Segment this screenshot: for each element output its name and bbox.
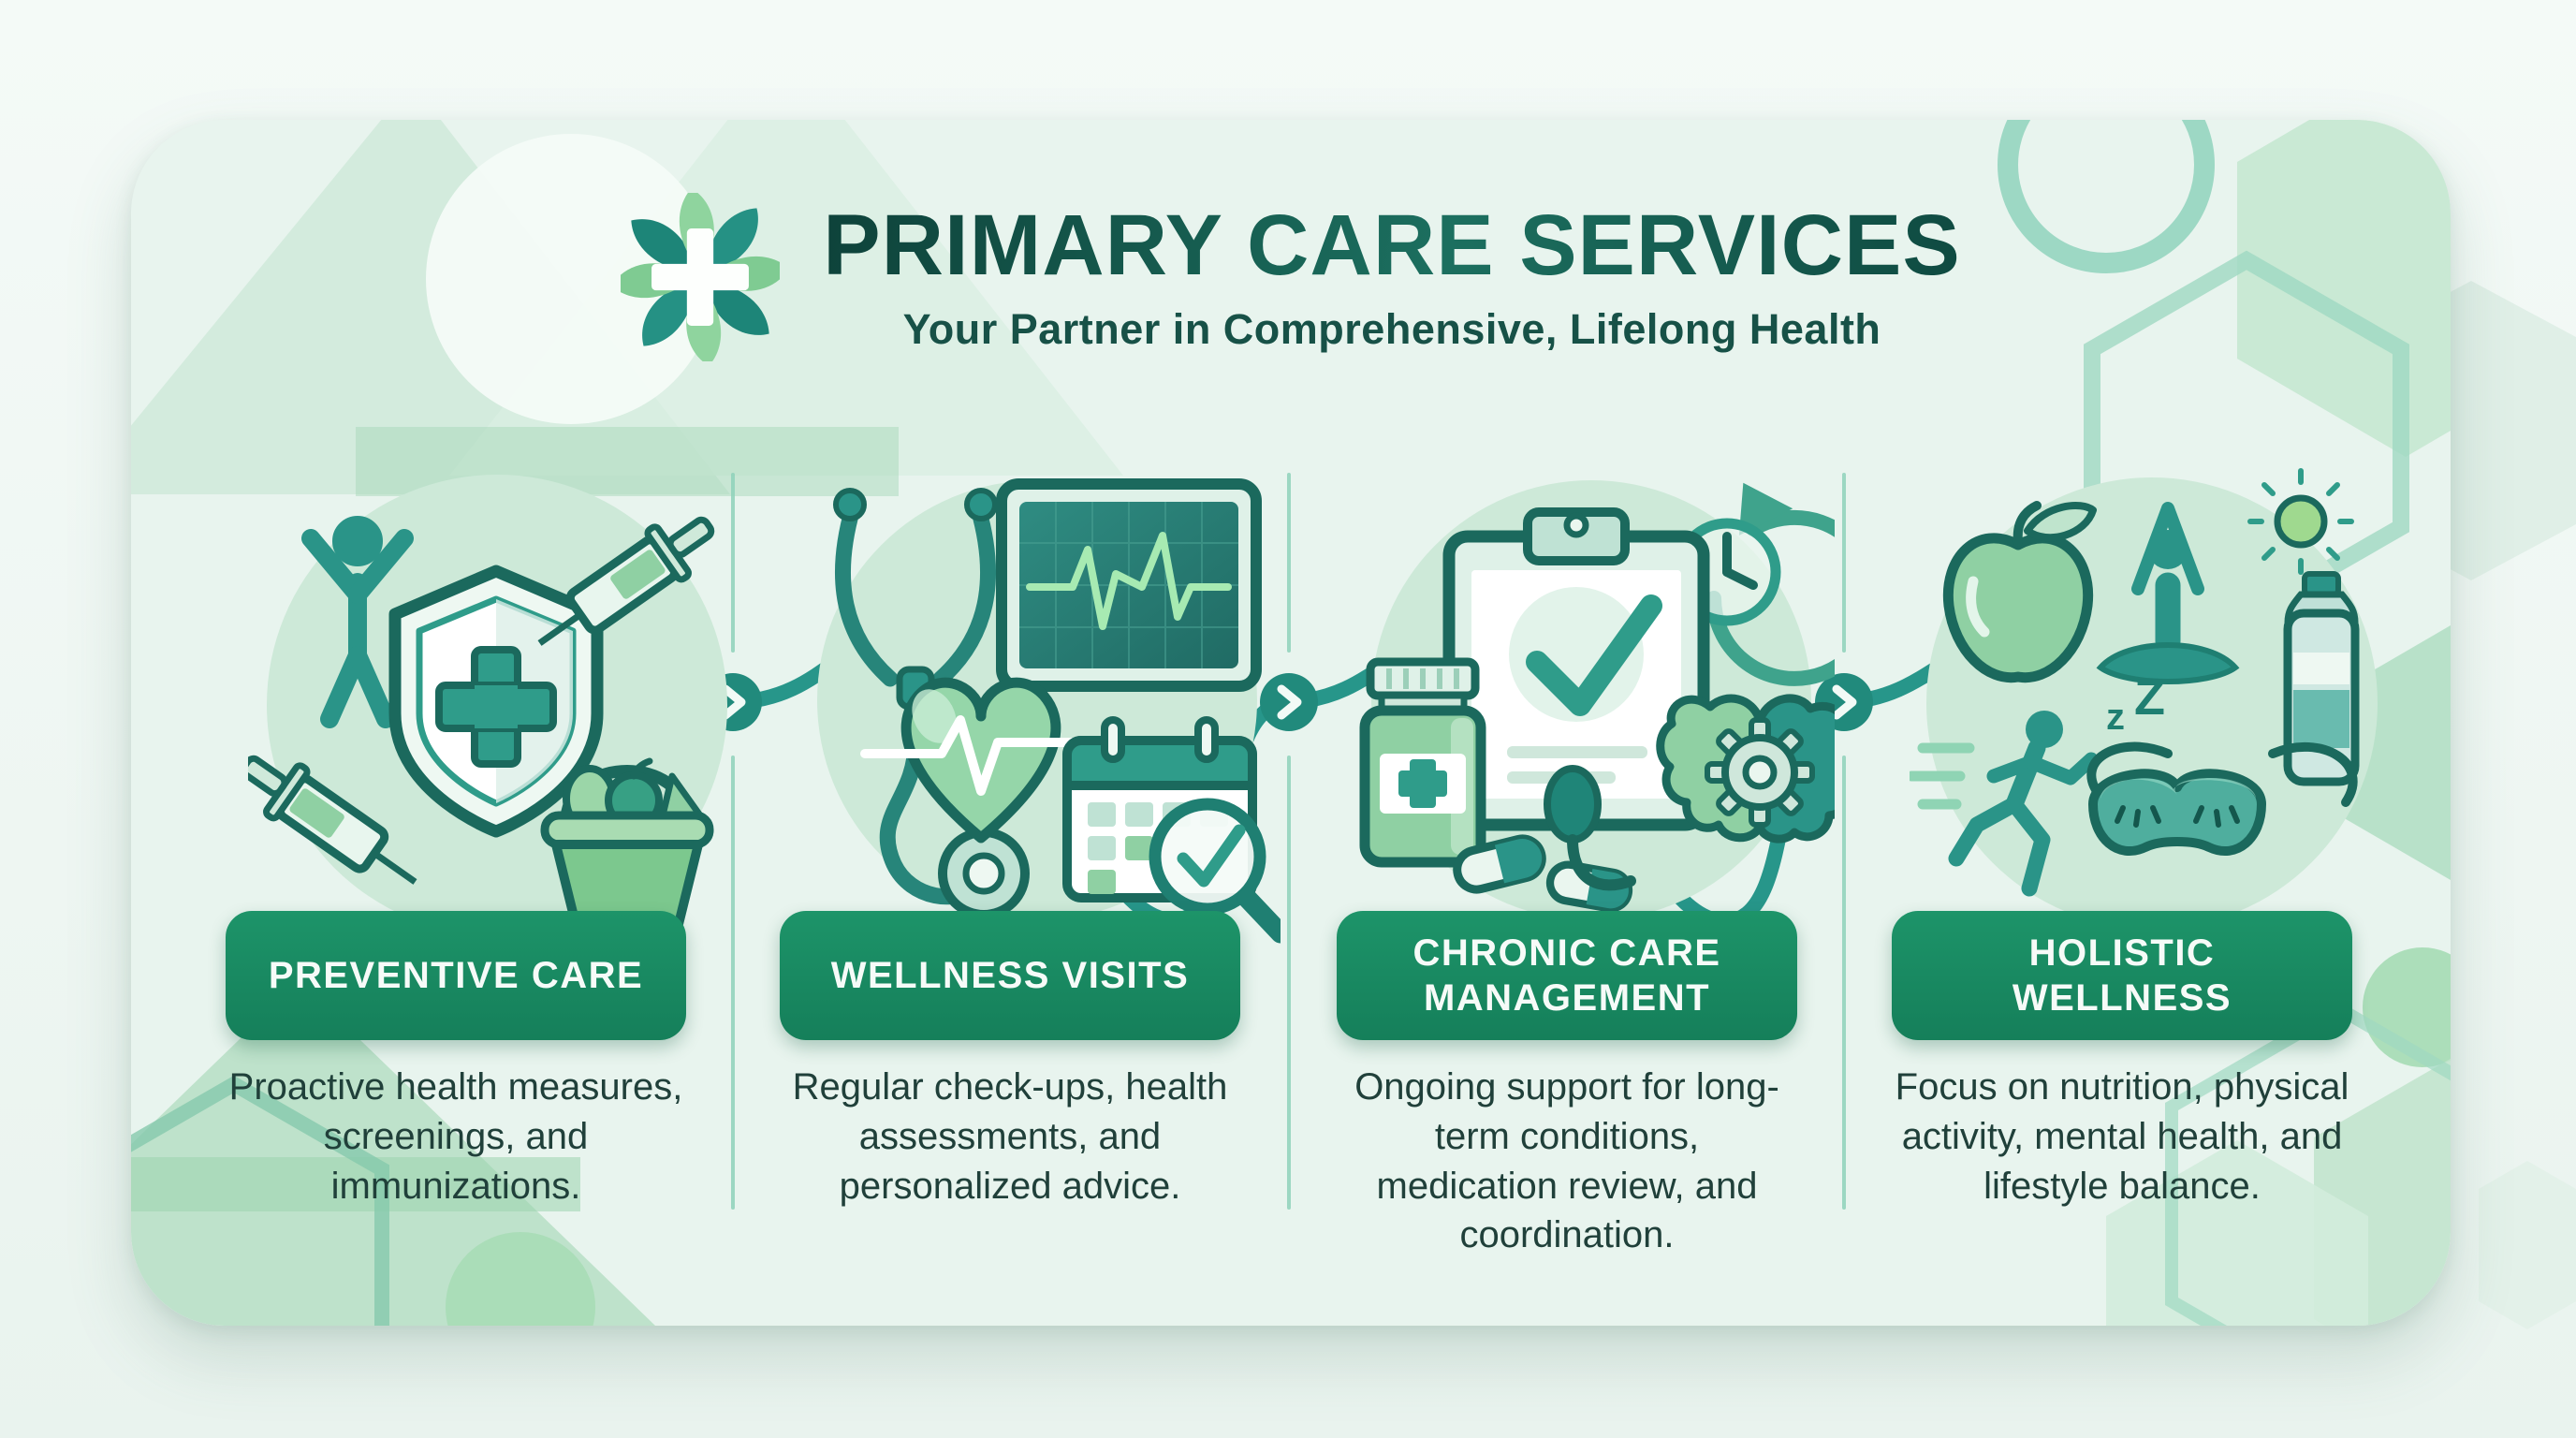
divider-3-top: [1842, 473, 1846, 653]
syringe-icon: [537, 516, 715, 646]
bp-bulb-icon: [1544, 765, 1636, 891]
decor-circle-bottom-left: [446, 1232, 595, 1326]
divider-2-top: [1287, 473, 1291, 653]
chevron-right-icon: [1277, 684, 1302, 720]
clipboard-check-icon: [1442, 507, 1710, 831]
capsule-icon: [1453, 834, 1546, 894]
ekg-monitor-icon: [996, 478, 1262, 692]
page-title: PRIMARY CARE SERVICES: [823, 197, 1961, 293]
divider-1-bottom: [731, 756, 735, 1210]
icon-cluster-chronic-care: [1348, 463, 1835, 950]
sleep-z-glyph: z: [2106, 697, 2125, 738]
section-description-preventive-care: Proactive health measures, screenings, a…: [228, 1066, 683, 1207]
icon-cluster-preventive-care: [248, 463, 735, 950]
divider-1-top: [731, 473, 735, 653]
sun-icon: [2247, 468, 2354, 575]
medicine-bottle-icon: [1359, 657, 1486, 868]
logo-cross: [651, 228, 750, 326]
section-description-chronic-care: Ongoing support for long-term conditions…: [1354, 1066, 1779, 1256]
divider-2-bottom: [1287, 756, 1291, 1210]
water-bottle-icon: [2283, 571, 2360, 786]
section-label-holistic-wellness: HOLISTIC WELLNESS: [1892, 911, 2352, 1040]
section-description-holistic-wellness: Focus on nutrition, physical activity, m…: [1895, 1066, 2349, 1207]
yoga-pose-icon: [2096, 502, 2240, 684]
clover-cross-logo-icon: [621, 193, 781, 361]
section-label-preventive-care: PREVENTIVE CARE: [226, 911, 686, 1040]
chevron-right-icon: [1832, 684, 1857, 720]
syringe-icon: [248, 755, 417, 885]
apple-icon: [1942, 501, 2097, 683]
header: PRIMARY CARE SERVICES Your Partner in Co…: [131, 193, 2451, 361]
divider-3-bottom: [1842, 756, 1846, 1210]
wellness-visits-icons: [833, 478, 1281, 944]
section-label-wellness-visits: WELLNESS VISITS: [780, 911, 1240, 1040]
preventive-care-icons: [248, 516, 715, 944]
brain-gear-icon: [1656, 694, 1835, 844]
decor-circle-bottom-right: [2363, 947, 2451, 1067]
runner-icon: [1910, 711, 2099, 897]
sleep-z-glyph: Z: [2134, 669, 2165, 726]
heart-pulse-icon: [860, 677, 1102, 844]
calendar-check-magnifier-icon: [1062, 716, 1281, 944]
section-label-chronic-care: CHRONIC CARE MANAGEMENT: [1337, 911, 1797, 1040]
icon-cluster-wellness-visits: [794, 463, 1281, 950]
icon-cluster-holistic-wellness: z Z: [1910, 463, 2396, 950]
page-subtitle: Your Partner in Comprehensive, Lifelong …: [902, 305, 1881, 354]
stethoscope-icon: [833, 488, 1030, 919]
person-arms-raised-icon: [301, 516, 414, 728]
infographic-card: PRIMARY CARE SERVICES Your Partner in Co…: [131, 120, 2451, 1326]
chronic-care-icons: [1359, 482, 1835, 913]
section-description-wellness-visits: Regular check-ups, health assessments, a…: [792, 1066, 1228, 1207]
holistic-wellness-icons: z Z: [1910, 468, 2360, 897]
sleep-mask-icon: z Z: [2086, 669, 2358, 857]
